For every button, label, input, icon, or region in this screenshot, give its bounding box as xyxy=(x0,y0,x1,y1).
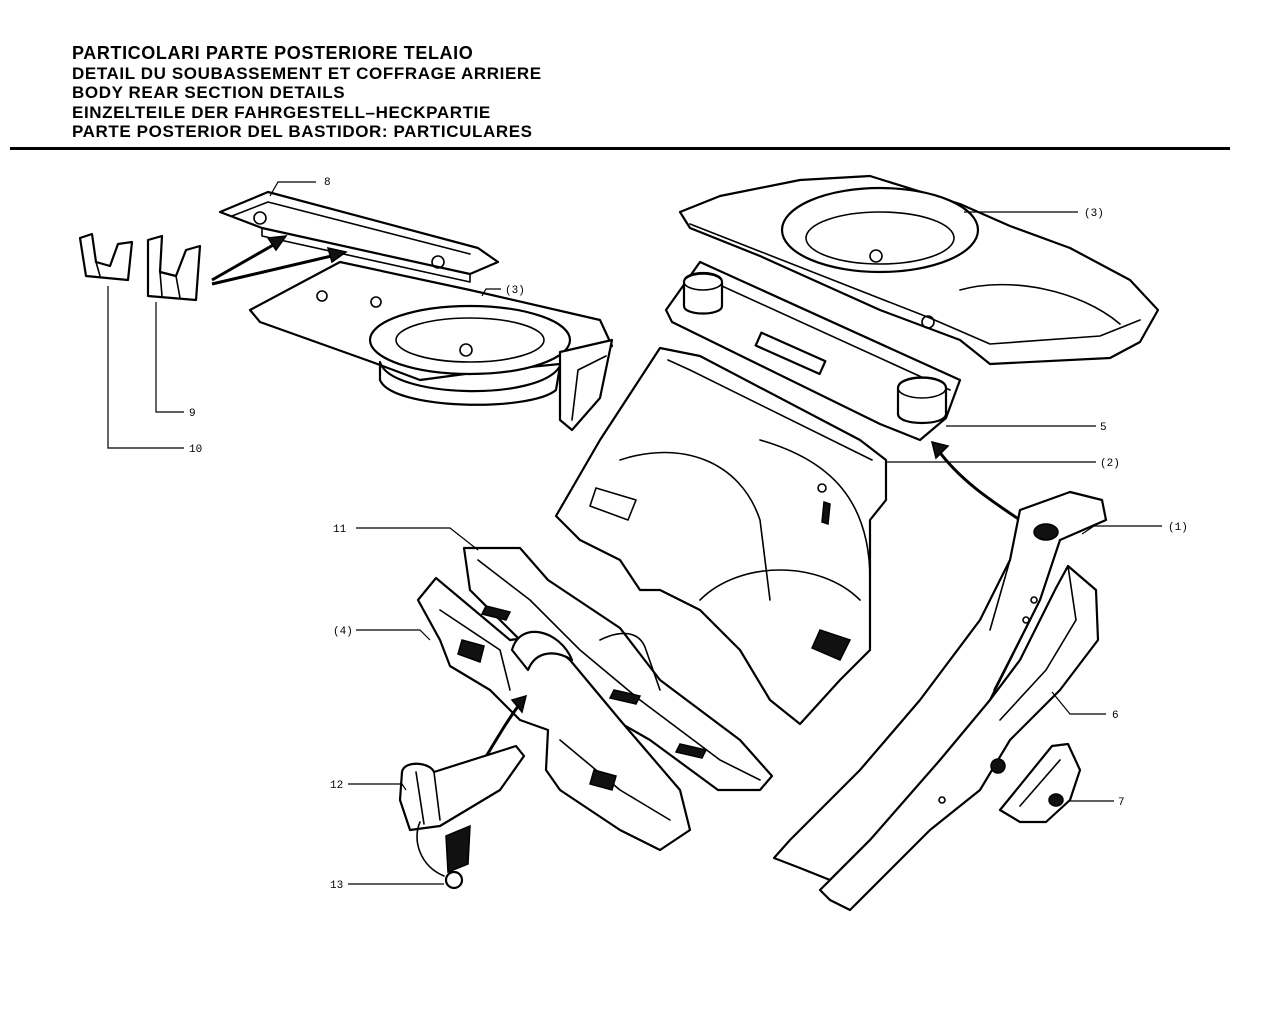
part-7-bracket xyxy=(998,742,1082,824)
part-9-bracket xyxy=(146,234,202,302)
callout-8: 8 xyxy=(324,177,331,189)
part-3-tray-right xyxy=(678,174,1160,366)
header-rule xyxy=(10,147,1230,150)
part-2-housing xyxy=(554,346,888,726)
title-english: BODY REAR SECTION DETAILS xyxy=(72,83,346,102)
part-4-tunnel xyxy=(416,576,692,852)
part-12-bracket xyxy=(398,744,526,832)
callout-9: 9 xyxy=(189,408,196,420)
callout-10: 10 xyxy=(189,444,202,456)
callout-labels: 8 (3) 9 10 (3) 5 (2) (1) 11 (4) 6 7 12 1… xyxy=(189,177,1188,892)
title-italian: PARTICOLARI PARTE POSTERIORE TELAIO xyxy=(72,43,474,63)
callout-13: 13 xyxy=(330,880,343,892)
title-german: EINZELTEILE DER FAHRGESTELL–HECKPARTIE xyxy=(72,102,491,122)
part-8-panel xyxy=(218,190,500,283)
title-french: DETAIL DU SOUBASSEMENT ET COFFRAGE ARRIE… xyxy=(72,63,542,83)
callout-12: 12 xyxy=(330,780,343,792)
callout-3-left: (3) xyxy=(505,285,525,297)
callout-6: 6 xyxy=(1112,710,1119,722)
callout-7: 7 xyxy=(1118,797,1125,809)
callout-11: 11 xyxy=(333,524,347,536)
part-5-crossmember xyxy=(664,260,962,442)
title-spanish: PARTE POSTERIOR DEL BASTIDOR: PARTICULAR… xyxy=(72,122,533,141)
callout-3-right: (3) xyxy=(1084,208,1104,220)
callout-4: (4) xyxy=(333,626,353,638)
part-10-bracket xyxy=(78,232,134,282)
part-13-plate xyxy=(416,821,471,890)
assembly-arrow-1-to-5 xyxy=(930,440,1021,522)
part-6-rail xyxy=(818,564,1100,912)
part-3-tray-left xyxy=(248,260,614,432)
leader-lines xyxy=(107,181,1162,885)
assembly-arrows-8 xyxy=(211,235,348,286)
callout-1: (1) xyxy=(1168,522,1188,534)
callout-2: (2) xyxy=(1100,458,1120,470)
page-header: PARTICOLARI PARTE POSTERIORE TELAIO DETA… xyxy=(72,43,542,142)
callout-5: 5 xyxy=(1100,422,1107,434)
